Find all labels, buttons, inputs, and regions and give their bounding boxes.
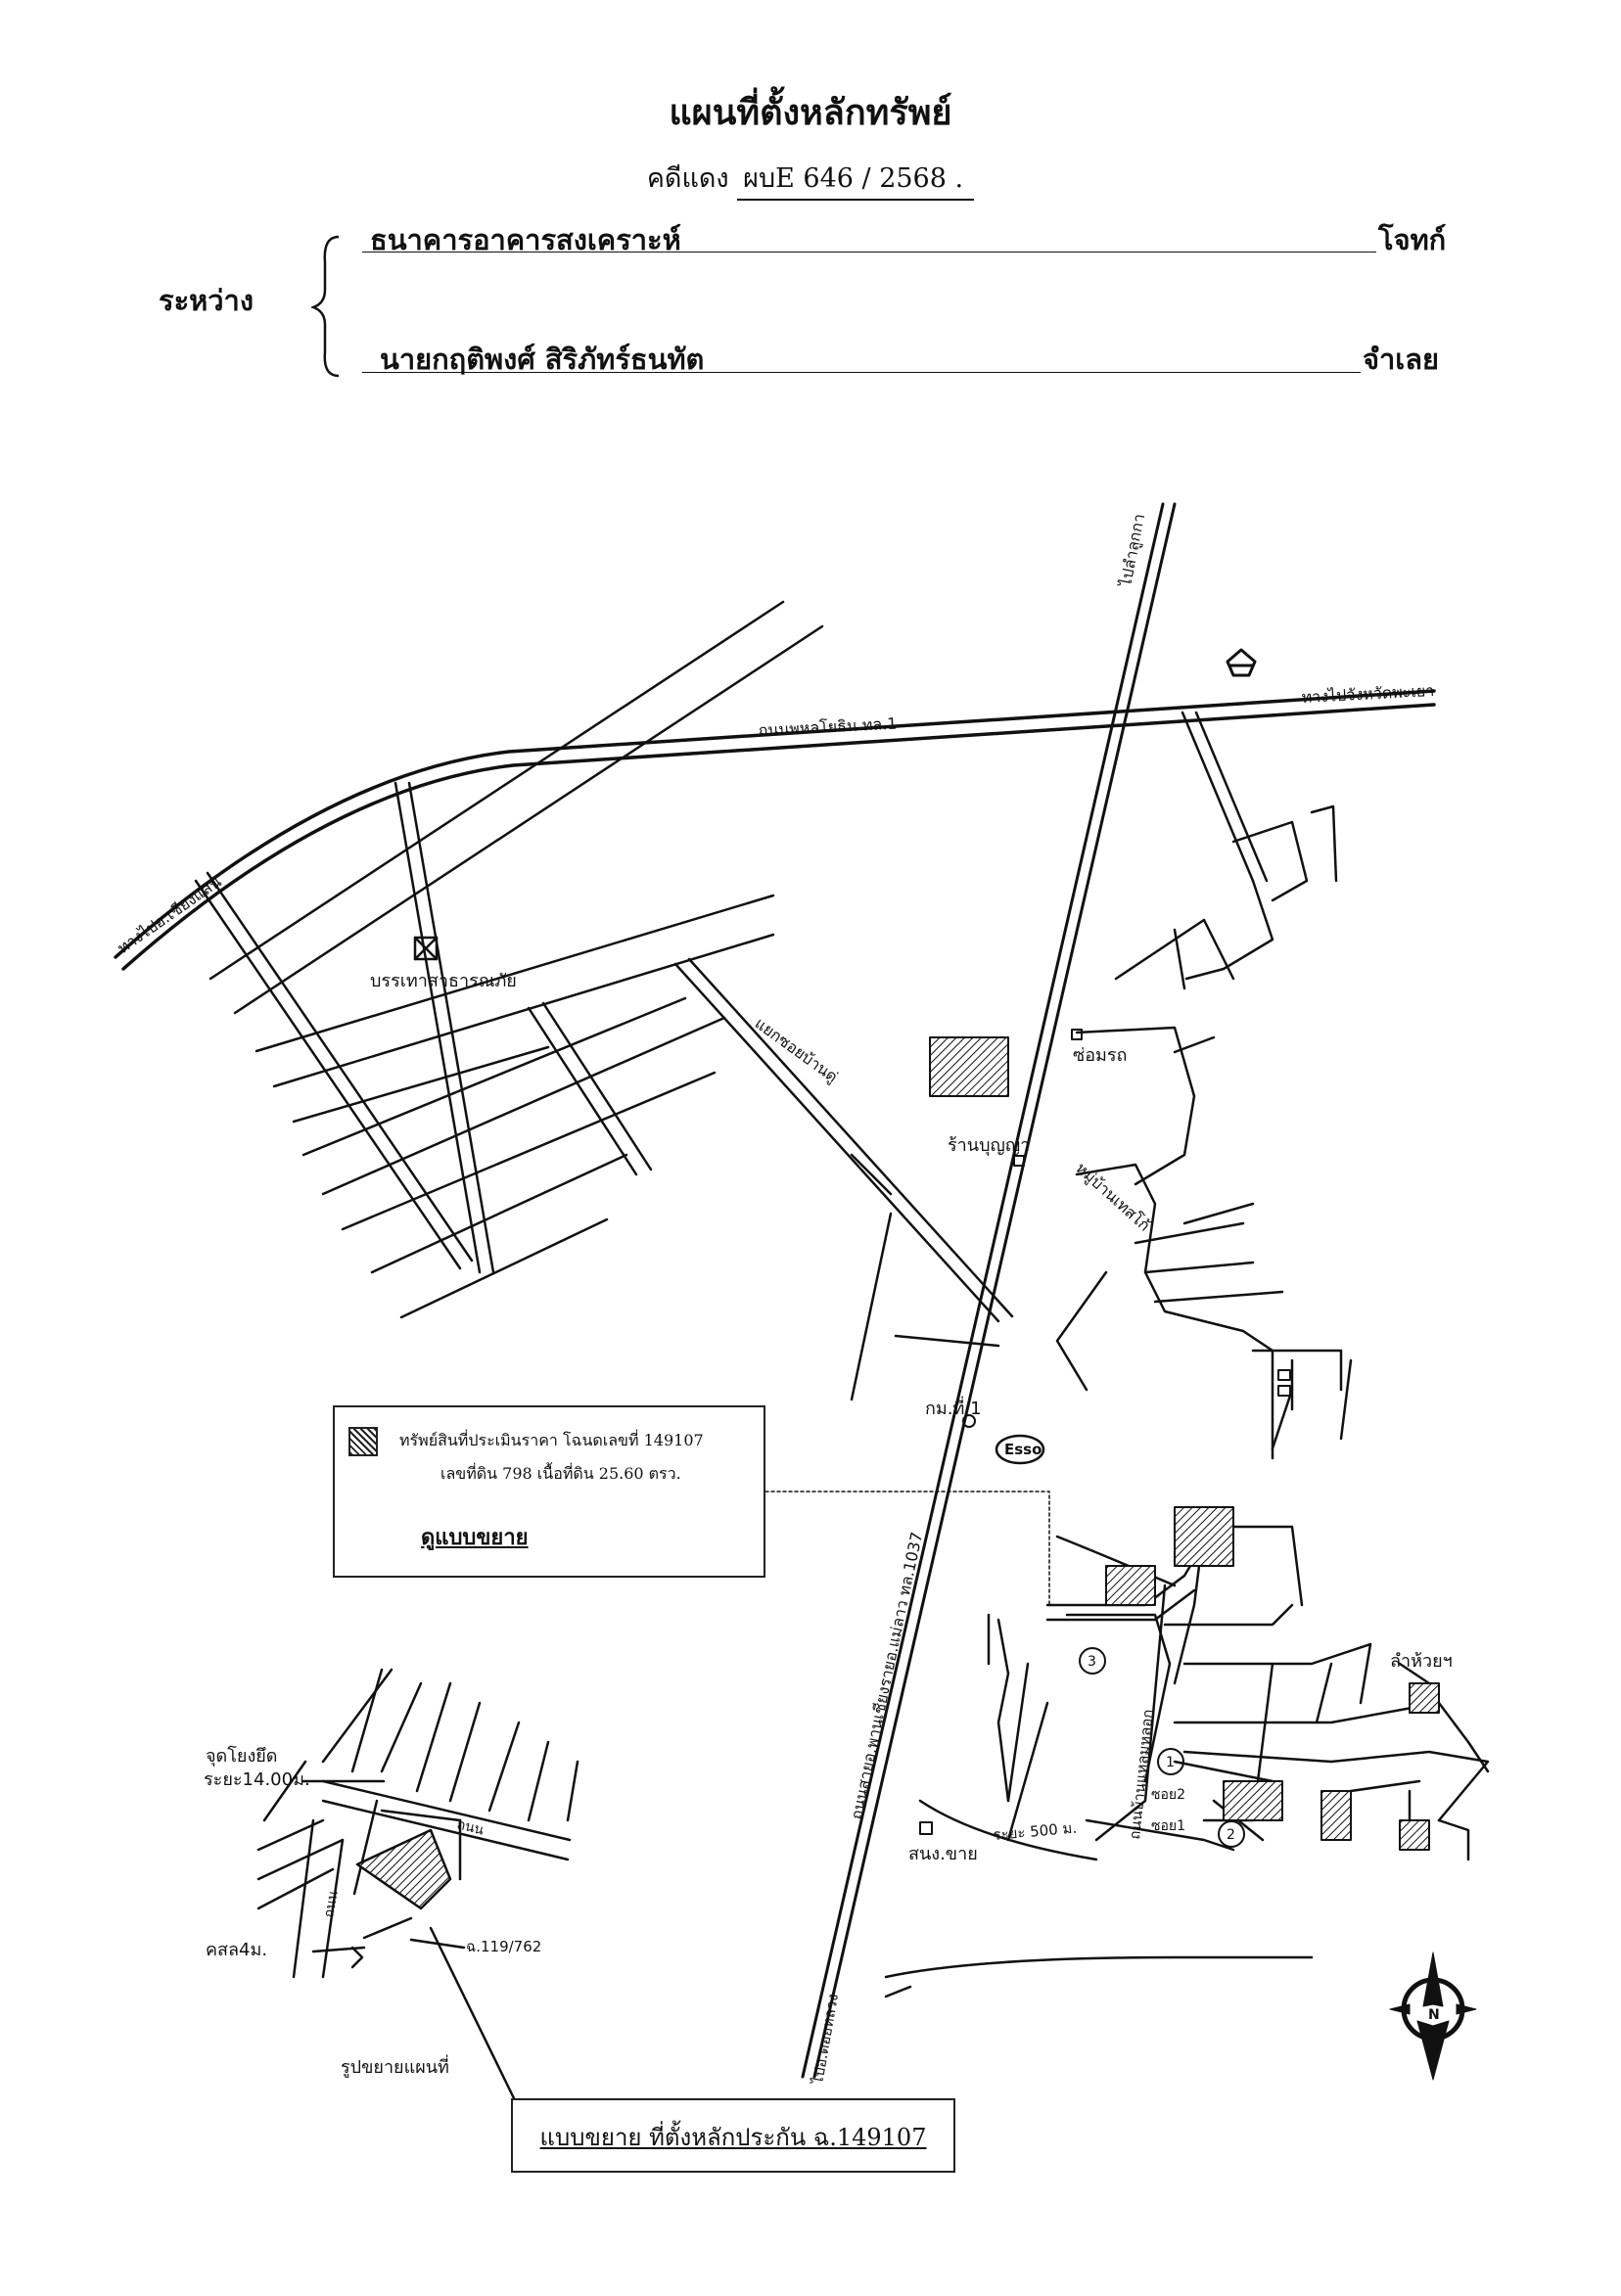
marker-3-circle bbox=[1079, 1647, 1106, 1675]
label-road-south-vertical: ถนนสายอ.พานเชียงรายอ.แม่ลาว ทล.1037 bbox=[847, 1531, 926, 1821]
legend-leader bbox=[764, 1491, 1050, 1606]
legend-line2: เลขที่ดิน 798 เนื้อที่ดิน 25.60 ตรว. bbox=[440, 1464, 681, 1483]
legend-swatch bbox=[348, 1427, 378, 1456]
south-roads bbox=[884, 1358, 1490, 1998]
expand-view-link[interactable]: ดูแบบขยาย bbox=[421, 1525, 529, 1550]
inset-label-canal: คสล4ม. bbox=[206, 1940, 267, 1960]
label-road-south-branch: ระยะ 500 ม. bbox=[993, 1819, 1078, 1844]
party-brace bbox=[311, 235, 340, 378]
label-poi-km: กม.ที่ 1 bbox=[925, 1396, 982, 1419]
sales-office-marker bbox=[919, 1821, 933, 1835]
case-prefix: คดีแดง bbox=[646, 163, 729, 194]
school-marker bbox=[413, 936, 439, 961]
legend-line1: ทรัพย์สินที่ประเมินราคา โฉนดเลขที่ 14910… bbox=[399, 1431, 704, 1449]
label-compass-n: N bbox=[1428, 2007, 1440, 2023]
legend-box: ทรัพย์สินที่ประเมินราคา โฉนดเลขที่ 14910… bbox=[333, 1405, 765, 1578]
label-marker-3: 3 bbox=[1088, 1654, 1096, 1670]
compass-icon bbox=[1389, 1952, 1477, 2081]
main-highway bbox=[114, 689, 1436, 971]
label-road-main-east: ทางไปจังหวัดพะเยา bbox=[1301, 681, 1434, 707]
inset-label-caption: รูปขยายแผนที่ bbox=[341, 2054, 449, 2078]
inset-label-parcel: ฉ.119/762 bbox=[466, 1938, 541, 1955]
temple-icon bbox=[1226, 648, 1257, 677]
enlarged-location-text: แบบขยาย ที่ตั้งหลักประกัน ฉ.149107 bbox=[539, 2124, 927, 2151]
inset-label-road-v: ถนน bbox=[321, 1889, 342, 1918]
defendant-name: นายกฤติพงศ์ สิริภัทร์ธนทัต bbox=[380, 343, 705, 376]
inset-label-point: จุดโยงยึด bbox=[206, 1745, 277, 1767]
case-number-row: คดีแดง ผบE 646 / 2568 . bbox=[0, 157, 1621, 201]
label-poi-school: บรรเทาสาธารณภัย bbox=[370, 971, 517, 991]
label-poi-garage: ซ่อมรถ bbox=[1073, 1045, 1127, 1066]
label-poi-soi1: ซอย2 bbox=[1151, 1787, 1185, 1803]
plaintiff-name: ธนาคารอาคารสงเคราะห์ bbox=[370, 223, 681, 256]
label-marker-1: 1 bbox=[1166, 1755, 1175, 1770]
shop-marker bbox=[1013, 1155, 1025, 1167]
label-poi-junction-south: สนง.ขาย bbox=[908, 1844, 978, 1864]
label-poi-esso: Esso bbox=[1004, 1441, 1042, 1458]
marker-2-circle bbox=[1218, 1820, 1245, 1848]
north-south-road bbox=[801, 502, 1177, 2079]
plaintiff-underline bbox=[362, 252, 1376, 253]
label-poi-soi2: ซอย1 bbox=[1151, 1818, 1185, 1834]
case-number: ผบE 646 / 2568 . bbox=[737, 157, 975, 201]
label-road-bottom: ไปอ.ดอยหลวง bbox=[809, 1993, 842, 2087]
inset-label-distance: ระยะ14.00ม. bbox=[204, 1769, 310, 1790]
inset-map bbox=[256, 1668, 579, 2100]
label-road-main-mid: ถนนพหลโยธิน ทล.1 bbox=[758, 714, 898, 740]
between-label: ระหว่าง bbox=[159, 284, 254, 317]
label-poi-shop: ร้านบุญญา bbox=[948, 1135, 1030, 1156]
western-grid bbox=[194, 600, 1014, 1401]
east-roads bbox=[1055, 711, 1343, 1460]
label-road-east: หมู่บ้านเทสโก้ bbox=[1072, 1159, 1154, 1236]
km-marker bbox=[962, 1414, 976, 1428]
esso-marker bbox=[995, 1434, 1045, 1465]
plaintiff-role: โจทก์ bbox=[1378, 223, 1447, 256]
enlarged-location-box: แบบขยาย ที่ตั้งหลักประกัน ฉ.149107 bbox=[511, 2098, 955, 2173]
hatched-blocks bbox=[929, 1036, 1440, 1851]
defendant-role: จำเลย bbox=[1363, 343, 1439, 376]
label-marker-2: 2 bbox=[1227, 1827, 1235, 1843]
marker-1-circle bbox=[1157, 1748, 1184, 1775]
page-title: แผนที่ตั้งหลักทรัพย์ bbox=[669, 92, 952, 133]
label-road-main-west: ทางไปอ.เชียงแสน bbox=[114, 872, 224, 957]
garage-marker bbox=[1071, 1029, 1083, 1040]
defendant-underline bbox=[362, 372, 1361, 373]
label-poi-lamhuay: ลำห้วยฯ bbox=[1390, 1651, 1453, 1672]
inset-label-road-h: ถนน bbox=[455, 1816, 486, 1838]
